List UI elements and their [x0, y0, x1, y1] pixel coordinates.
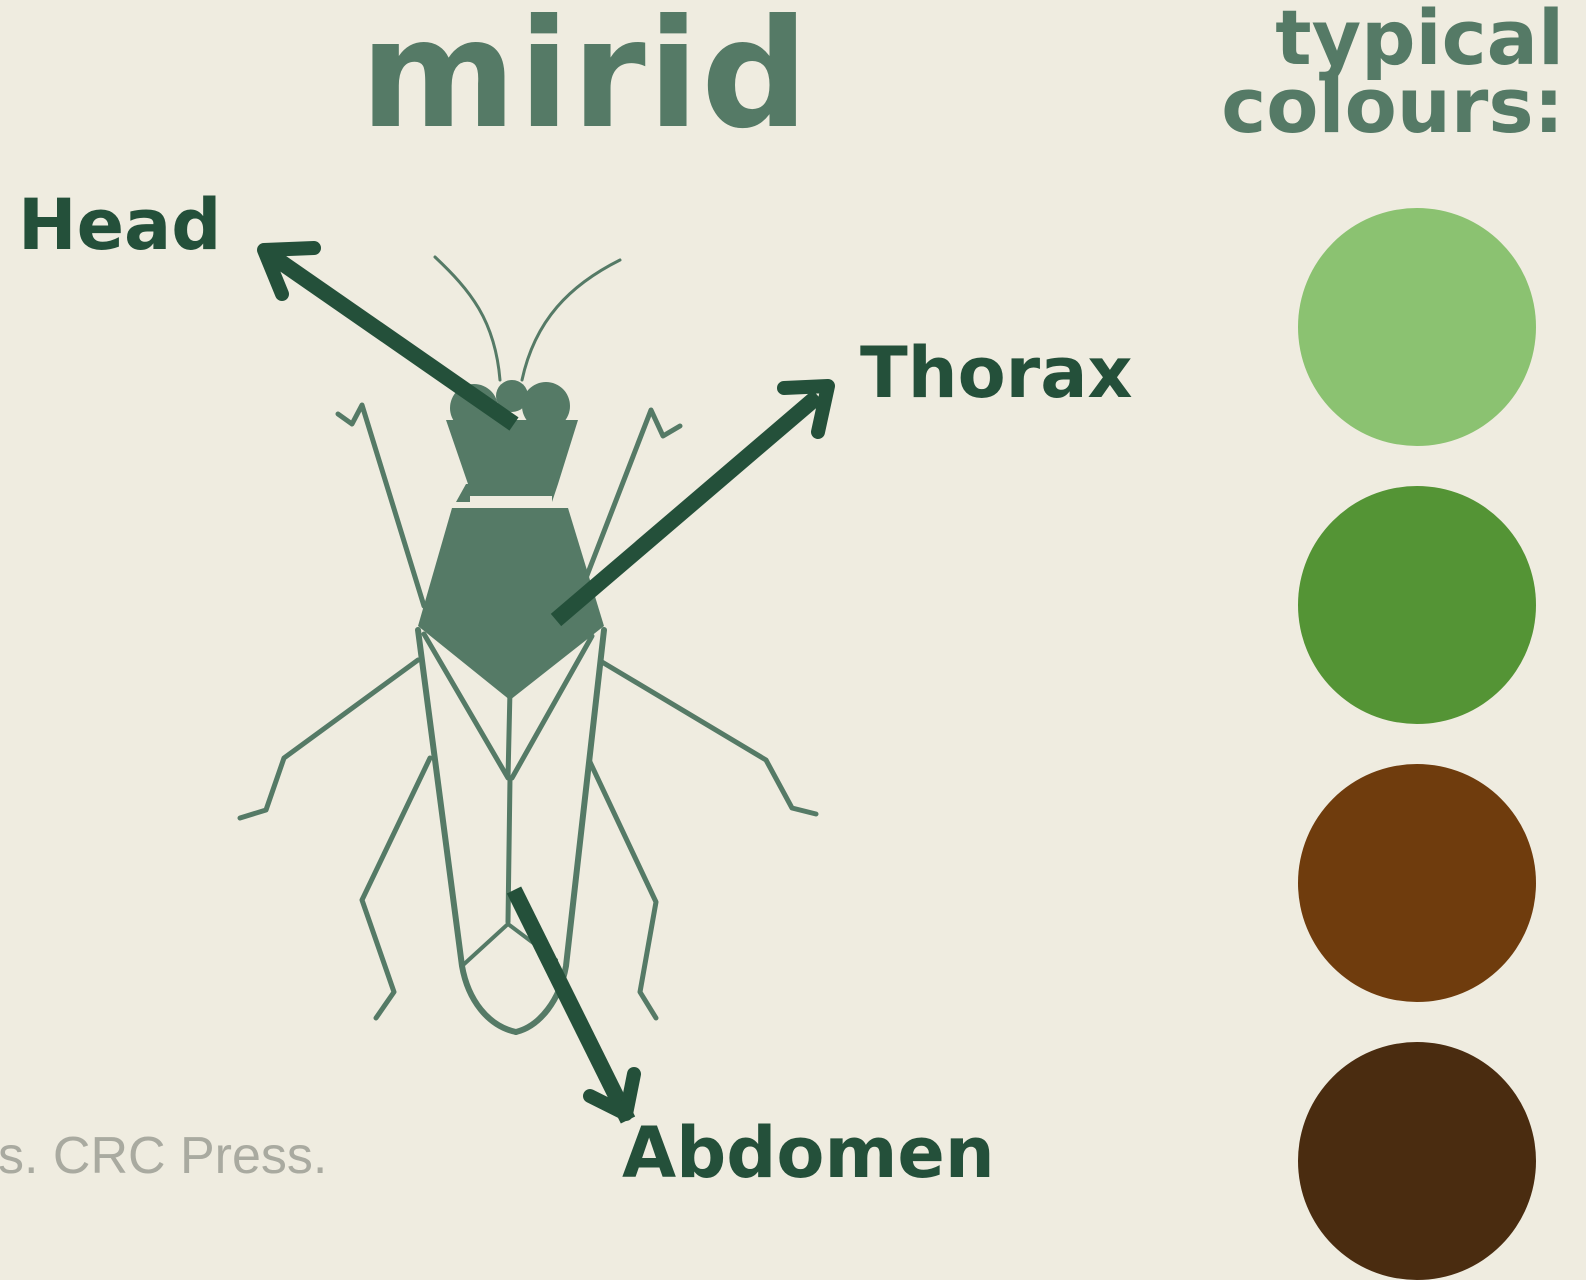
thorax-arrow	[556, 386, 828, 620]
middle-left-leg	[240, 660, 418, 818]
wing-midline	[508, 778, 510, 922]
middle-right-leg	[602, 662, 816, 814]
thorax-label: Thorax	[860, 338, 1133, 408]
front-left-leg	[338, 405, 424, 606]
left-antenna	[435, 257, 500, 380]
colour-swatch-dark-brown	[1298, 1042, 1536, 1280]
head-label: Head	[18, 190, 221, 260]
source-credit: s. CRC Press.	[0, 1126, 327, 1186]
head-shape	[446, 420, 578, 484]
colour-swatch-light-green	[1298, 208, 1536, 446]
colour-swatch-brown	[1298, 764, 1536, 1002]
head-arrow	[264, 248, 514, 424]
hind-right-leg	[590, 762, 656, 1018]
collar-stripe	[470, 496, 552, 503]
annotation-arrows	[264, 248, 828, 1120]
abdomen-label: Abdomen	[622, 1118, 995, 1188]
right-antenna	[522, 260, 620, 380]
hind-left-leg	[362, 758, 430, 1018]
colour-swatch-green	[1298, 486, 1536, 724]
abdomen-arrow	[514, 890, 634, 1120]
